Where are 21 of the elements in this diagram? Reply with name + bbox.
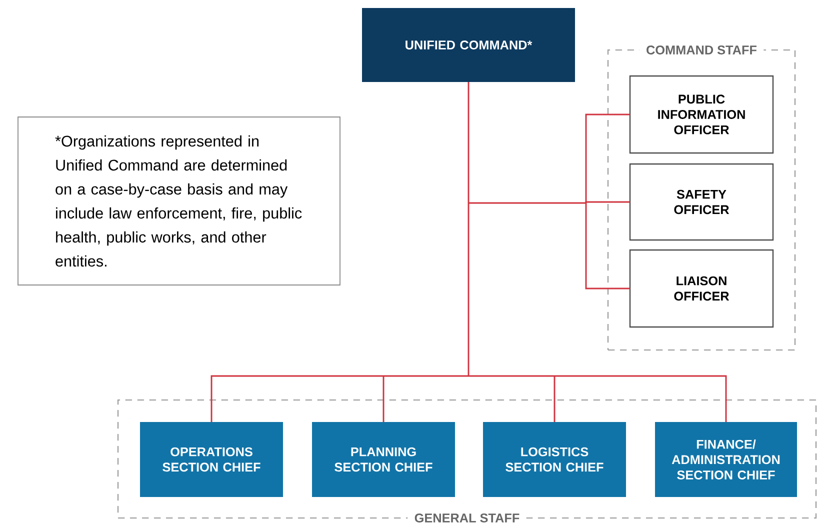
officer-box: PUBLIC INFORMATION OFFICER (629, 75, 774, 154)
note-box: *Organizations represented in Unified Command are determined on a case-by-case basis and may include law enforcement, fire, public health, public works, and other entities. (18, 116, 340, 286)
connector-line (468, 82, 470, 203)
connector-line (554, 375, 727, 422)
section-chief-box: LOGISTICS SECTION CHIEF (483, 422, 626, 497)
connector-line (585, 114, 630, 203)
connector-line (384, 375, 468, 377)
connector-line (585, 201, 630, 204)
section-chief-box: OPERATIONS SECTION CHIEF (140, 422, 283, 497)
connector-line (585, 203, 630, 290)
connector-line (382, 376, 384, 422)
connector-line (210, 375, 384, 422)
section-chief-box: FINANCE/ ADMINISTRATION SECTION CHIEF (655, 422, 797, 497)
connector-line (554, 376, 556, 422)
connector-line (468, 202, 586, 204)
officer-box: SAFETY OFFICER (629, 163, 774, 241)
connector-line (468, 375, 554, 377)
officer-box: LIAISON OFFICER (629, 249, 774, 328)
section-chief-box: PLANNING SECTION CHIEF (312, 422, 455, 497)
connector-line (468, 203, 470, 376)
command-box: UNIFIED COMMAND* (362, 8, 575, 82)
